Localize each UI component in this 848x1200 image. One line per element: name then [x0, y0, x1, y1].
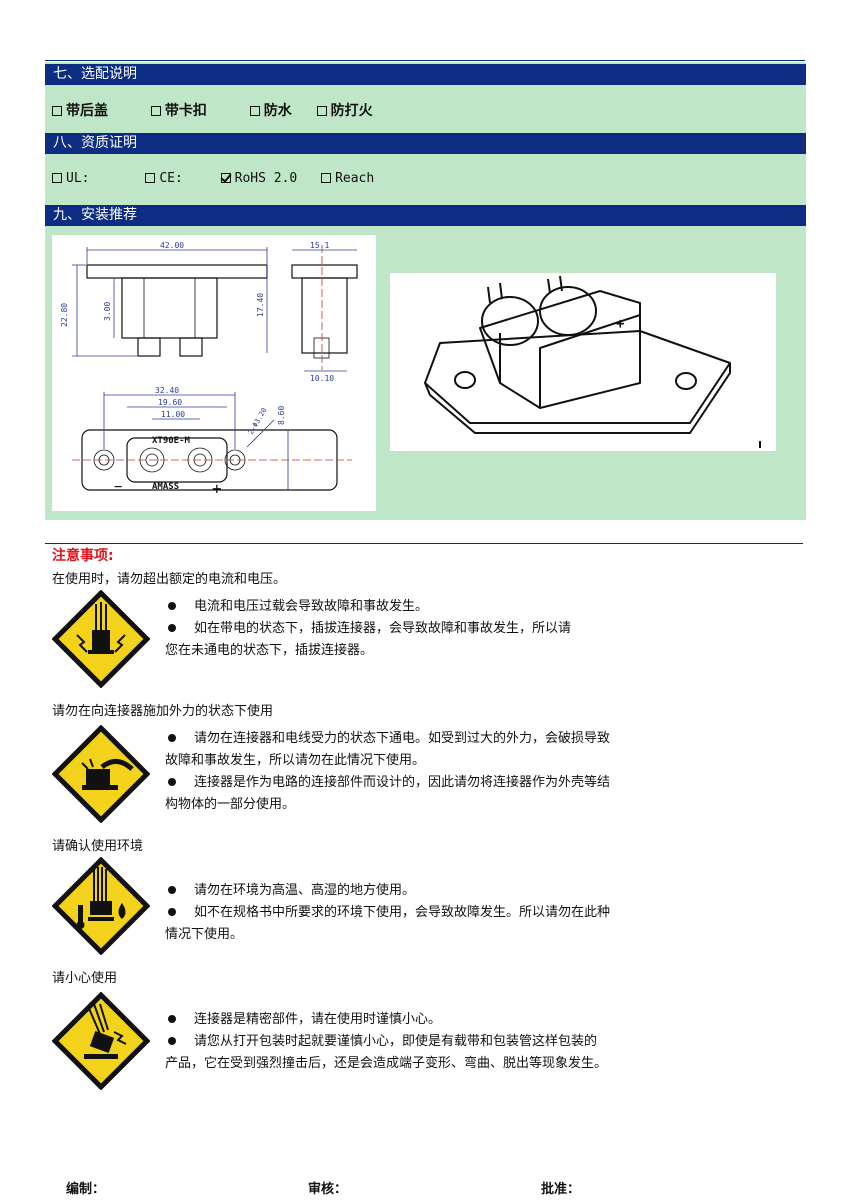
dimension-drawing-svg: 42.00 15.1 22.80 3.00 17.40 10.10 32.40 … [60, 241, 358, 498]
dim-bottom-w3: 11.00 [161, 410, 185, 419]
handle-care-warning-icon [51, 991, 151, 1091]
notice-line: 构物体的一部分使用。 [165, 797, 296, 812]
notice-heading: 请勿在向连接器施加外力的状态下使用 [52, 704, 274, 719]
notice-heading: 请小心使用 [52, 971, 118, 986]
option-item[interactable]: 防水 [249, 100, 292, 120]
notice-line: 请勿在环境为高温、高湿的地方使用。 [165, 880, 685, 902]
notice-line: 故障和事故发生，所以请勿在此情况下使用。 [165, 753, 426, 768]
dim-side-base: 10.10 [310, 374, 334, 383]
cert-item[interactable]: RoHS 2.0 [220, 171, 297, 186]
checkbox-icon[interactable] [321, 173, 332, 183]
electric-warning-icon [51, 589, 151, 689]
notice-line: 您在未通电的状态下，插拔连接器。 [165, 643, 374, 658]
top-rule [45, 60, 805, 61]
dim-bottom-h: 8.60 [277, 406, 286, 425]
dim-bottom-w2: 19.60 [158, 398, 182, 407]
notice-line: 电流和电压过载会导致故障和事故发生。 [165, 596, 685, 618]
dim-height-total: 22.80 [60, 303, 69, 327]
notice-line: 连接器是作为电路的连接部件而设计的，因此请勿将连接器作为外壳等结 [165, 772, 685, 794]
notice-lines: 连接器是精密部件，请在使用时谨慎小心。 请您从打开包装时起就要谨慎小心，即使是有… [165, 1009, 685, 1075]
checkbox-icon[interactable] [249, 106, 260, 116]
checkbox-icon[interactable] [52, 173, 62, 183]
notice-separator [45, 543, 803, 544]
option-item[interactable]: 带后盖 [52, 100, 108, 120]
model-text: XT90E-M [152, 436, 191, 446]
certs-row: UL: CE: RoHS 2.0 Reach [52, 171, 400, 186]
connector-3d-svg: + [424, 275, 761, 448]
connector-3d-drawing: + [390, 273, 776, 451]
notice-heading: 在使用时，请勿超出额定的电流和电压。 [52, 572, 287, 587]
dim-side-width: 15.1 [310, 241, 329, 250]
checkbox-icon[interactable] [145, 173, 156, 183]
footer-reviewer: 审核： [308, 1182, 348, 1197]
notice-line: 产品，它在受到强烈撞击后，还是会造成端子变形、弯曲、脱出等现象发生。 [165, 1056, 608, 1071]
dimension-drawing: 42.00 15.1 22.80 3.00 17.40 10.10 32.40 … [52, 235, 376, 511]
brand-text: AMASS [152, 482, 179, 492]
section-header-install: 九、安装推荐 [45, 205, 806, 226]
footer-editor: 编制： [66, 1182, 106, 1197]
plus-mark: + [616, 316, 624, 332]
cert-item[interactable]: CE: [145, 171, 183, 186]
cert-item[interactable]: Reach [321, 171, 374, 186]
footer-approver: 批准： [541, 1182, 581, 1197]
notice-line: 连接器是精密部件，请在使用时谨慎小心。 [165, 1009, 685, 1031]
option-item[interactable]: 防打火 [316, 100, 373, 120]
option-item[interactable]: 带卡扣 [150, 100, 207, 120]
cert-item[interactable]: UL: [52, 171, 89, 186]
dim-hole-dia: 2-Φ3.20 [247, 406, 269, 436]
notice-line: 请您从打开包装时起就要谨慎小心，即使是有载带和包装管这样包装的 [165, 1031, 685, 1053]
checkbox-icon[interactable] [150, 106, 161, 116]
dim-pin-height: 3.00 [103, 302, 112, 321]
notice-title: 注意事项: [52, 548, 114, 564]
environment-warning-icon [51, 856, 151, 956]
notice-heading: 请确认使用环境 [52, 839, 144, 854]
notice-line: 如在带电的状态下，插拔连接器，会导致故障和事故发生，所以请 [165, 618, 685, 640]
notice-line: 请勿在连接器和电线受力的状态下通电。如受到过大的外力，会破损导致 [165, 728, 685, 750]
section-header-options: 七、选配说明 [45, 64, 806, 85]
notice-lines: 电流和电压过载会导致故障和事故发生。 如在带电的状态下，插拔连接器，会导致故障和… [165, 596, 685, 662]
minus-mark: − [114, 479, 122, 495]
plus-mark: + [212, 479, 222, 498]
checkbox-icon[interactable] [316, 106, 327, 116]
notice-line: 情况下使用。 [165, 927, 244, 942]
notice-lines: 请勿在环境为高温、高湿的地方使用。 如不在规格书中所要求的环境下使用，会导致故障… [165, 880, 685, 946]
checkbox-icon[interactable] [52, 106, 62, 116]
dim-side-height: 17.40 [256, 293, 265, 317]
notice-lines: 请勿在连接器和电线受力的状态下通电。如受到过大的外力，会破损导致 故障和事故发生… [165, 728, 685, 816]
checked-checkbox-icon[interactable] [220, 173, 231, 183]
notice-line: 如不在规格书中所要求的环境下使用，会导致故障发生。所以请勿在此种 [165, 902, 685, 924]
force-warning-icon [51, 724, 151, 824]
section-header-certs: 八、资质证明 [45, 133, 806, 154]
dim-bottom-w1: 32.40 [155, 386, 179, 395]
dim-top-width: 42.00 [160, 241, 184, 250]
options-row: 带后盖 带卡扣 防水 防打火 [52, 100, 411, 120]
